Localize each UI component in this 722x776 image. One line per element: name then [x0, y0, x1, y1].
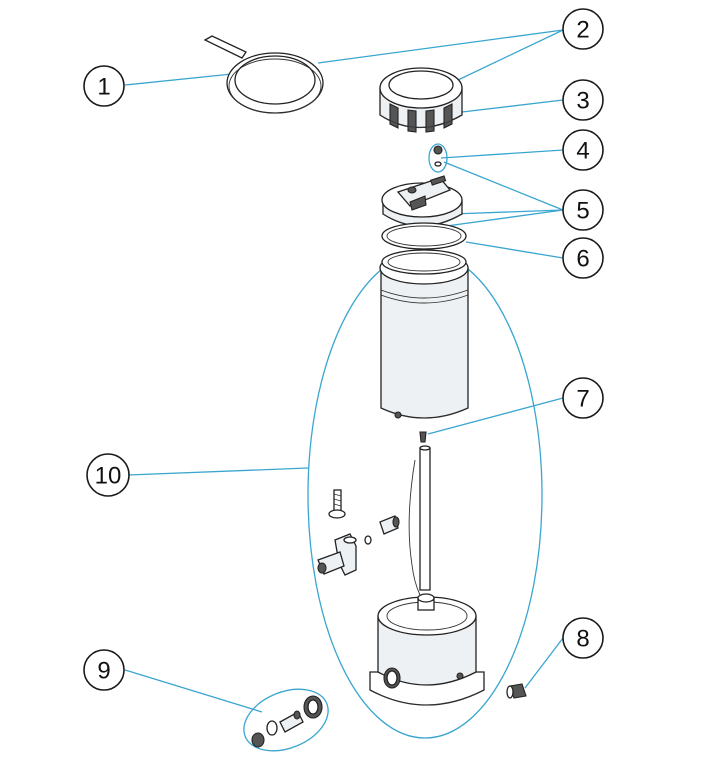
callout-9-label: 9 [97, 658, 110, 685]
part-4-vent-screw [433, 145, 443, 167]
callout-7: 7 [562, 377, 604, 419]
leader-8 [524, 637, 564, 689]
leader-1 [124, 73, 233, 86]
part-10-base [369, 593, 485, 706]
part-10-fittings [317, 489, 400, 576]
part-9-drain-fittings [251, 695, 323, 748]
callout-4: 4 [562, 129, 604, 171]
leader-2a [317, 29, 564, 64]
part-1-wrench [203, 35, 324, 114]
leader-9 [124, 669, 263, 713]
leader-6 [465, 241, 564, 259]
callout-9: 9 [83, 649, 125, 691]
callout-8: 8 [562, 617, 604, 659]
wrench-handle [203, 35, 247, 59]
leader-2b [457, 29, 564, 81]
callout-4-label: 4 [576, 138, 589, 165]
part-5-lid [381, 175, 463, 227]
part-8-plug [506, 683, 527, 699]
leader-5c [431, 209, 564, 229]
callout-10: 10 [86, 453, 130, 497]
group-9-outline [243, 688, 329, 752]
callout-3: 3 [562, 79, 604, 121]
callout-6: 6 [562, 237, 604, 279]
callout-1: 1 [83, 65, 125, 107]
part-10-chamber [379, 249, 469, 419]
callout-6-label: 6 [576, 246, 589, 273]
part-6-o-ring [381, 222, 467, 250]
leader-7 [427, 397, 564, 435]
callout-2: 2 [562, 8, 604, 50]
leader-5a [443, 161, 564, 211]
callout-1-label: 1 [97, 74, 110, 101]
leader-5b [451, 209, 564, 215]
callout-3-label: 3 [576, 88, 589, 115]
callout-7-label: 7 [576, 386, 589, 413]
leader-lines [124, 29, 564, 752]
callout-5-label: 5 [576, 198, 589, 225]
leader-4 [440, 149, 564, 159]
part-7-nozzle-tube [408, 431, 431, 596]
callout-8-label: 8 [576, 626, 589, 653]
callout-5: 5 [562, 189, 604, 231]
leader-3 [461, 99, 564, 113]
group-4-outline [428, 143, 448, 173]
callout-10-label: 10 [95, 463, 122, 490]
leader-10 [127, 467, 309, 476]
callout-2-label: 2 [576, 17, 589, 44]
part-3-locking-ring [379, 67, 463, 133]
